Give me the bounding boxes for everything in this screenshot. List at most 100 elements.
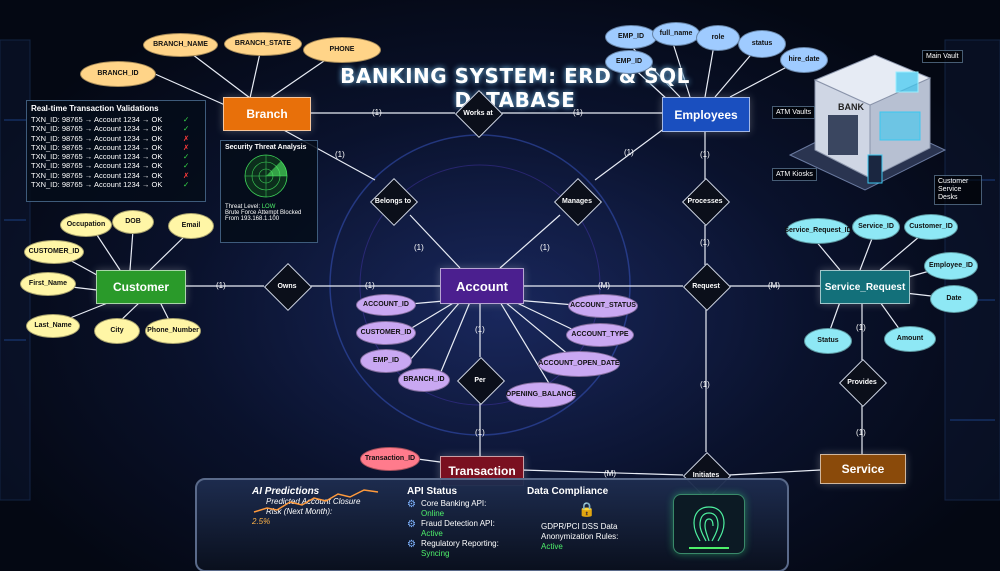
label-main-vault: Main Vault: [922, 50, 963, 63]
card-employees-processes: (1): [700, 150, 710, 159]
attr-transaction-id[interactable]: Transaction_ID: [360, 447, 420, 471]
card-request-initiates: (1): [700, 380, 710, 389]
attr-full-name[interactable]: full_name: [652, 22, 700, 46]
ai-predictions: AI Predictions Predicted Account Closure…: [252, 486, 392, 527]
attr-status[interactable]: status: [738, 30, 786, 58]
relationship-lines: [54, 39, 941, 476]
threat-title: Security Threat Analysis: [225, 144, 307, 151]
rel-provides[interactable]: Provides: [838, 358, 888, 408]
check-icon: ✓: [183, 152, 190, 162]
check-icon: ✓: [183, 161, 190, 171]
attr-sr-status[interactable]: Status: [804, 328, 852, 354]
check-icon: ✓: [183, 180, 190, 190]
card-account-request: (M): [598, 281, 610, 290]
txn-row: TXN_ID: 98765 → Account 1234 → OK✓: [31, 180, 190, 190]
rel-manages[interactable]: Manages: [553, 177, 603, 227]
attr-emp-id-2[interactable]: EMP_ID: [605, 50, 653, 74]
attr-account-status[interactable]: ACCOUNT_STATUS: [568, 294, 638, 318]
attr-dob[interactable]: DOB: [112, 210, 154, 234]
card-customer-owns: (1): [216, 281, 226, 290]
attr-occupation[interactable]: Occupation: [60, 213, 112, 237]
cross-icon: ✗: [183, 170, 190, 180]
card-provides-service: (1): [856, 428, 866, 437]
lock-icon: 🔒: [578, 501, 596, 517]
attr-account-open-date[interactable]: ACCOUNT_OPEN_DATE: [538, 351, 620, 377]
attr-sr-customer-id[interactable]: Customer_ID: [904, 214, 958, 240]
rel-belongs-to[interactable]: Belongs to: [369, 177, 419, 227]
card-branch-worksat: (1): [372, 108, 382, 117]
attr-city[interactable]: City: [94, 318, 140, 344]
label-bank-sign: BANK: [838, 102, 864, 112]
fingerprint-icon: [689, 506, 729, 549]
attr-branch-name[interactable]: BRANCH_NAME: [143, 33, 218, 57]
attr-branch-id[interactable]: BRANCH_ID: [80, 61, 156, 87]
rel-request[interactable]: Request: [682, 262, 732, 312]
attr-account-id[interactable]: ACCOUNT_ID: [356, 294, 416, 316]
attr-opening-balance[interactable]: OPENING_BALANCE: [506, 382, 576, 408]
txn-row: TXN_ID: 98765 → Account 1234 → OK✗: [31, 142, 190, 152]
card-owns-account: (1): [365, 281, 375, 290]
card-request-servicerequest: (M): [768, 281, 780, 290]
data-compliance: Data Compliance 🔒 GDPR/PCI DSS Data Anon…: [527, 486, 647, 552]
rel-per[interactable]: Per: [456, 356, 506, 406]
card-processes-request: (1): [700, 238, 710, 247]
attr-customer-id[interactable]: CUSTOMER_ID: [24, 240, 84, 264]
attr-service-request-id[interactable]: Service_Request_ID: [784, 218, 852, 244]
txn-row: TXN_ID: 98765 → Account 1234 → OK✓: [31, 152, 190, 162]
attr-account-emp-id[interactable]: EMP_ID: [360, 349, 412, 373]
entity-customer[interactable]: Customer: [96, 270, 186, 304]
validations-title: Real-time Transaction Validations: [31, 104, 159, 113]
txn-row: TXN_ID: 98765 → Account 1234 → OK✓: [31, 161, 190, 171]
threat-panel: Security Threat Analysis Threat Level: L…: [220, 140, 318, 243]
attr-last-name[interactable]: Last_Name: [26, 314, 80, 338]
attr-branch-state[interactable]: BRANCH_STATE: [224, 32, 302, 56]
txn-row: TXN_ID: 98765 → Account 1234 → OK✗: [31, 133, 190, 143]
rel-owns[interactable]: Owns: [263, 262, 313, 312]
dashboard-console: AI Predictions Predicted Account Closure…: [195, 478, 789, 571]
entity-branch[interactable]: Branch: [223, 97, 311, 131]
fingerprint-scanner[interactable]: [673, 494, 745, 554]
radar-icon: [244, 154, 288, 198]
attr-account-type[interactable]: ACCOUNT_TYPE: [566, 323, 634, 347]
gear-icon: ⚙: [407, 519, 416, 530]
card-servicerequest-provides: (1): [856, 323, 866, 332]
attr-service-id[interactable]: Service_ID: [852, 214, 900, 240]
rel-processes[interactable]: Processes: [681, 177, 731, 227]
card-manages-account: (1): [540, 243, 550, 252]
label-atm-vaults: ATM Vaults: [772, 106, 816, 119]
entity-service[interactable]: Service: [820, 454, 906, 484]
rel-works-at[interactable]: Works at: [454, 89, 504, 139]
rel-initiates[interactable]: Initiates: [682, 451, 732, 501]
attr-date[interactable]: Date: [930, 285, 978, 313]
card-worksat-employees: (1): [573, 108, 583, 117]
entity-service-request[interactable]: Service_Request: [820, 270, 910, 304]
attr-account-branch-id[interactable]: BRANCH_ID: [398, 368, 450, 392]
txn-row: TXN_ID: 98765 → Account 1234 → OK✗: [31, 170, 190, 180]
check-icon: ✓: [183, 115, 190, 124]
api-status: API Status ⚙ Core Banking API:Online ⚙ F…: [407, 486, 499, 558]
entity-account[interactable]: Account: [440, 268, 524, 304]
attr-hire-date[interactable]: hire_date: [780, 47, 828, 73]
attr-email[interactable]: Email: [168, 213, 214, 239]
attr-phone[interactable]: PHONE: [303, 37, 381, 63]
txn-row: TXN_ID: 98765 → Account 1234 → OK✓: [31, 124, 190, 134]
gear-icon: ⚙: [407, 499, 416, 510]
card-employees-manages: (1): [624, 148, 634, 157]
attr-employee-id[interactable]: Employee_ID: [924, 252, 978, 280]
cross-icon: ✗: [183, 142, 190, 152]
entity-employees[interactable]: Employees: [662, 97, 750, 132]
gear-icon: ⚙: [407, 539, 416, 550]
attr-amount[interactable]: Amount: [884, 326, 936, 352]
attr-account-customer-id[interactable]: CUSTOMER_ID: [356, 321, 416, 345]
txn-row: TXN_ID: 98765 → Account 1234 → OK✓: [31, 115, 190, 124]
cross-icon: ✗: [183, 133, 190, 143]
card-branch-belongs: (1): [335, 150, 345, 159]
card-initiates-transaction: (M): [604, 469, 616, 478]
attr-first-name[interactable]: First_Name: [20, 272, 76, 296]
risk-trend-sparkline: [253, 489, 379, 513]
check-icon: ✓: [183, 124, 190, 134]
attr-phone-number[interactable]: Phone_Number: [145, 318, 201, 344]
card-account-per: (1): [475, 325, 485, 334]
